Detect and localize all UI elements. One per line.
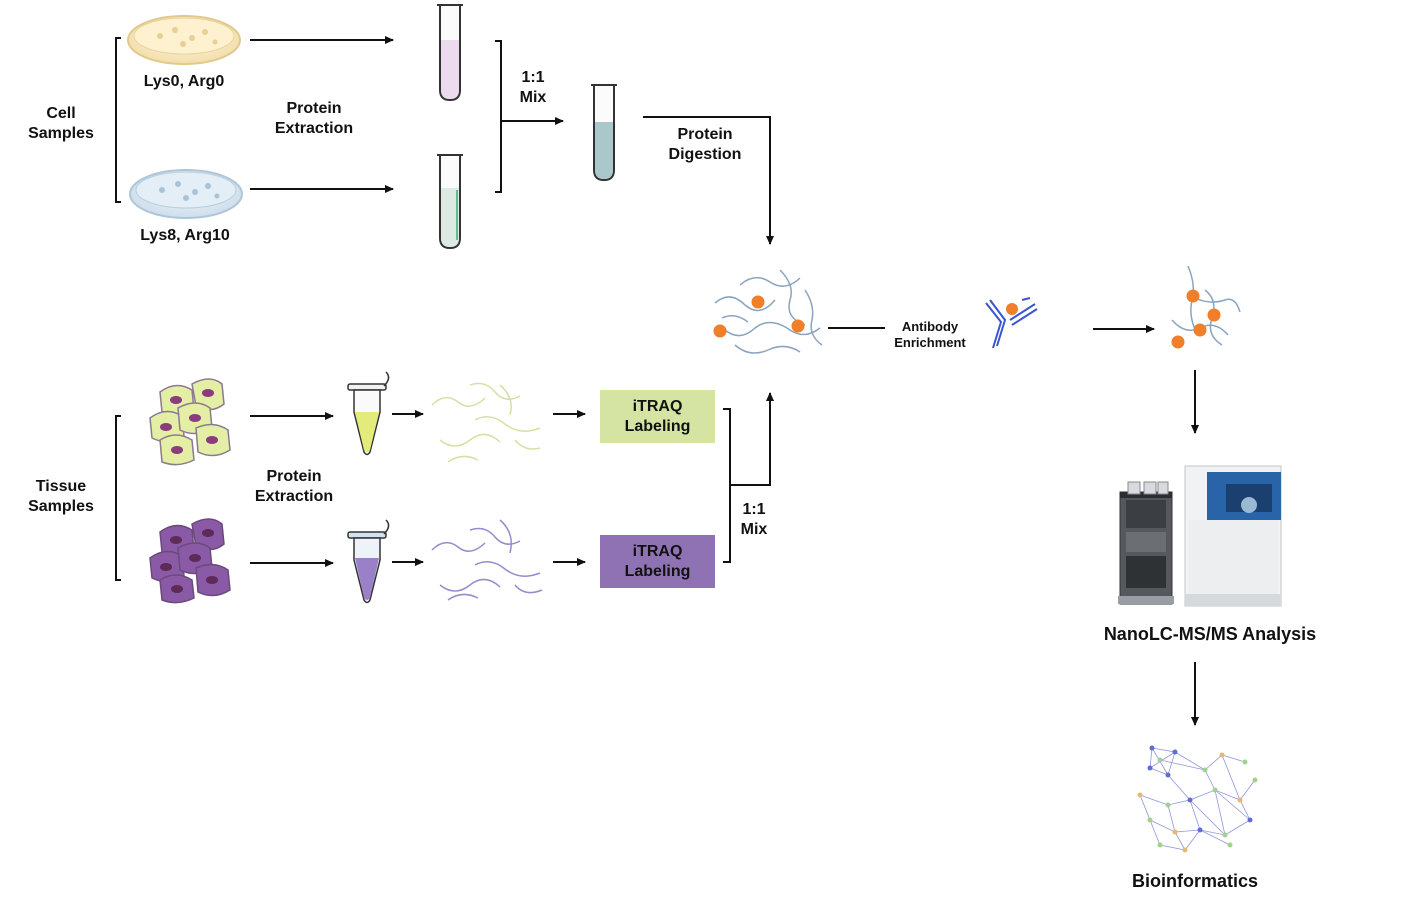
mix-bracket-top — [495, 40, 502, 193]
nanolc-msms-label: NanoLC-MS/MS Analysis — [1103, 624, 1317, 644]
lys0-arg0-label: Lys0, Arg0 — [143, 73, 225, 90]
cell-cluster-icon — [149, 518, 231, 604]
arrow — [643, 116, 774, 245]
lys8-arg10-label: Lys8, Arg10 — [140, 227, 230, 244]
protein-extraction-bottom-label: Protein Extraction — [254, 468, 334, 505]
tissue-samples-label: Tissue Samples — [28, 478, 94, 515]
test-tube-icon — [591, 84, 617, 182]
test-tube-icon — [437, 154, 463, 250]
bioinformatics-label: Bioinformatics — [1131, 871, 1259, 891]
lc-ms-instrument-icon — [1118, 465, 1282, 607]
tissue-samples-bracket — [115, 415, 121, 581]
cell-cluster-icon — [149, 378, 231, 466]
mix-top-label: 1:1 Mix — [519, 69, 547, 106]
microtube-icon — [347, 519, 390, 604]
itraq-labeling-box-top: iTRAQ Labeling — [600, 390, 715, 443]
protein-digestion-label: Protein Digestion — [668, 126, 742, 163]
petri-dish-icon — [127, 15, 241, 65]
microtube-icon — [347, 371, 390, 456]
petri-dish-icon — [129, 169, 243, 219]
protein-extraction-top-label: Protein Extraction — [274, 100, 354, 137]
phosphopeptide-icon — [713, 269, 823, 354]
cell-samples-label: Cell Samples — [28, 105, 94, 142]
network-graph-icon — [1137, 745, 1258, 853]
itraq-labeling-box-bottom: iTRAQ Labeling — [600, 535, 715, 588]
cell-samples-bracket — [115, 37, 121, 203]
peptide-strands-icon — [431, 519, 543, 601]
antibody-enrichment-label: Antibody Enrichment — [894, 319, 966, 350]
test-tube-icon — [437, 4, 463, 102]
phosphopeptide-icon — [1171, 265, 1241, 349]
mix-bottom-label: 1:1 Mix — [740, 501, 768, 538]
peptide-strands-icon — [431, 382, 541, 463]
arrow — [730, 392, 774, 486]
antibody-icon — [985, 297, 1038, 349]
